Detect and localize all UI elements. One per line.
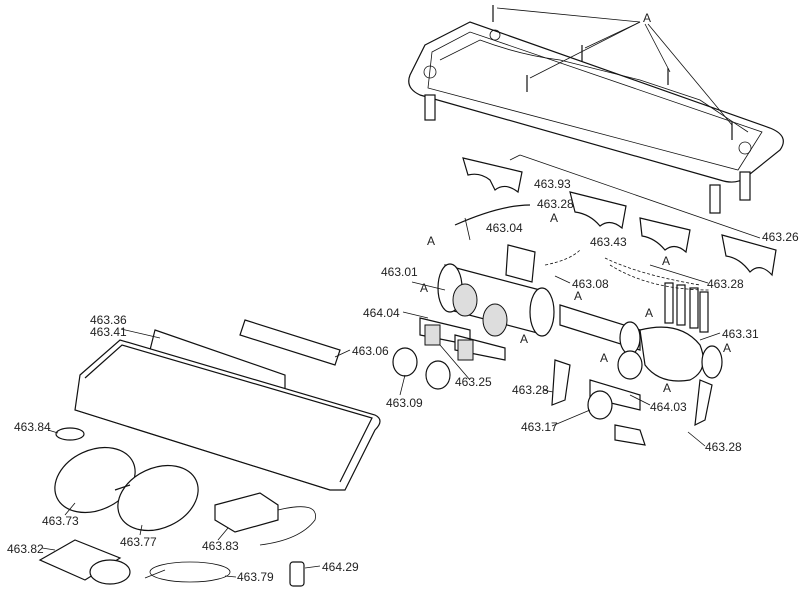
callout-a: A xyxy=(600,351,608,365)
callout-463-73: 463.73 xyxy=(42,514,79,528)
callout-464-03: 464.03 xyxy=(650,400,687,414)
callout-463-28: 463.28 xyxy=(537,197,574,211)
callout-463-79: 463.79 xyxy=(237,570,274,584)
callout-464-29: 464.29 xyxy=(322,560,359,574)
callout-463-36: 463.36 xyxy=(90,313,127,327)
callout-463-06: 463.06 xyxy=(352,344,389,358)
callout-463-83: 463.83 xyxy=(202,539,239,553)
callout-a: A xyxy=(550,211,558,225)
callout-463-04: 463.04 xyxy=(486,221,523,235)
fittings xyxy=(392,283,713,446)
callout-463-43: 463.43 xyxy=(590,235,627,249)
callout-463-26: 463.26 xyxy=(762,230,799,244)
callout-a: A xyxy=(574,289,582,303)
callout-464-04: 464.04 xyxy=(363,306,400,320)
base-tray xyxy=(74,339,381,491)
callout-463-93: 463.93 xyxy=(534,177,571,191)
callout-463-08: 463.08 xyxy=(572,277,609,291)
callout-463-41: 463.41 xyxy=(90,325,127,339)
accessories xyxy=(38,427,316,587)
clips xyxy=(462,154,777,277)
callout-463-84: 463.84 xyxy=(14,420,51,434)
top-cover xyxy=(408,21,784,214)
callout-a: A xyxy=(643,11,651,25)
callout-a: A xyxy=(663,381,671,395)
callout-463-01: 463.01 xyxy=(381,265,418,279)
callout-a: A xyxy=(645,306,653,320)
screws-a xyxy=(492,5,733,140)
callout-labels: A 463.93 463.28 A 463.04 A 463.43 463.26… xyxy=(7,11,799,584)
leader-lines xyxy=(41,264,721,578)
callout-a: A xyxy=(520,332,528,346)
callout-463-17: 463.17 xyxy=(521,420,558,434)
callout-a: A xyxy=(427,234,435,248)
callout-463-77: 463.77 xyxy=(120,535,157,549)
callout-a: A xyxy=(662,254,670,268)
callout-463-82: 463.82 xyxy=(7,542,44,556)
manifold xyxy=(437,204,723,382)
callout-463-28: 463.28 xyxy=(705,440,742,454)
callout-a: A xyxy=(420,281,428,295)
callout-463-28: 463.28 xyxy=(512,383,549,397)
callout-a: A xyxy=(723,341,731,355)
callout-463-28: 463.28 xyxy=(707,277,744,291)
callout-463-25: 463.25 xyxy=(455,375,492,389)
callout-463-31: 463.31 xyxy=(722,327,759,341)
callout-463-09: 463.09 xyxy=(386,396,423,410)
